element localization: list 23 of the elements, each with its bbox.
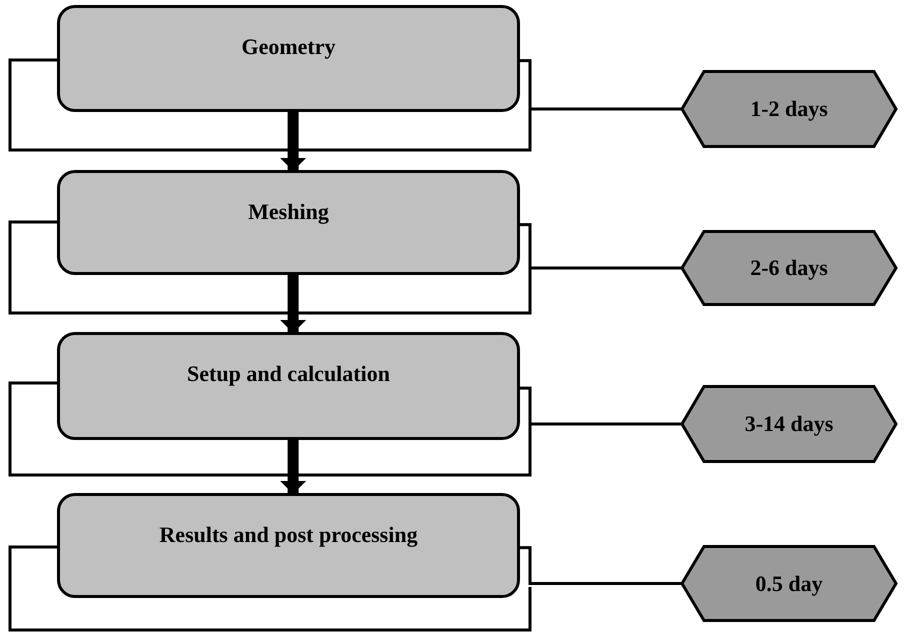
step-label: Meshing — [247, 199, 330, 225]
process-box — [57, 493, 520, 598]
duration-label: 0.5 day — [754, 570, 824, 596]
duration-label: 1-2 days — [749, 96, 829, 122]
duration-hexagon — [680, 385, 898, 463]
connector-line — [520, 546, 682, 585]
connector-line — [520, 223, 682, 270]
duration-hexagon — [680, 545, 898, 622]
duration-hexagon — [680, 70, 898, 148]
duration-hexagon — [680, 230, 898, 306]
process-box — [57, 5, 520, 112]
duration-label: 2-6 days — [749, 255, 829, 281]
arrow — [280, 439, 306, 494]
step-label: Setup and calculation — [186, 361, 391, 387]
step-label: Results and post processing — [158, 522, 419, 548]
connector-line — [520, 386, 682, 426]
connector-line — [520, 59, 682, 110]
arrow — [280, 111, 306, 171]
duration-label: 3-14 days — [744, 411, 834, 437]
step-label: Geometry — [240, 34, 337, 60]
process-box — [57, 332, 520, 440]
process-box — [57, 170, 520, 275]
arrow — [280, 274, 306, 333]
